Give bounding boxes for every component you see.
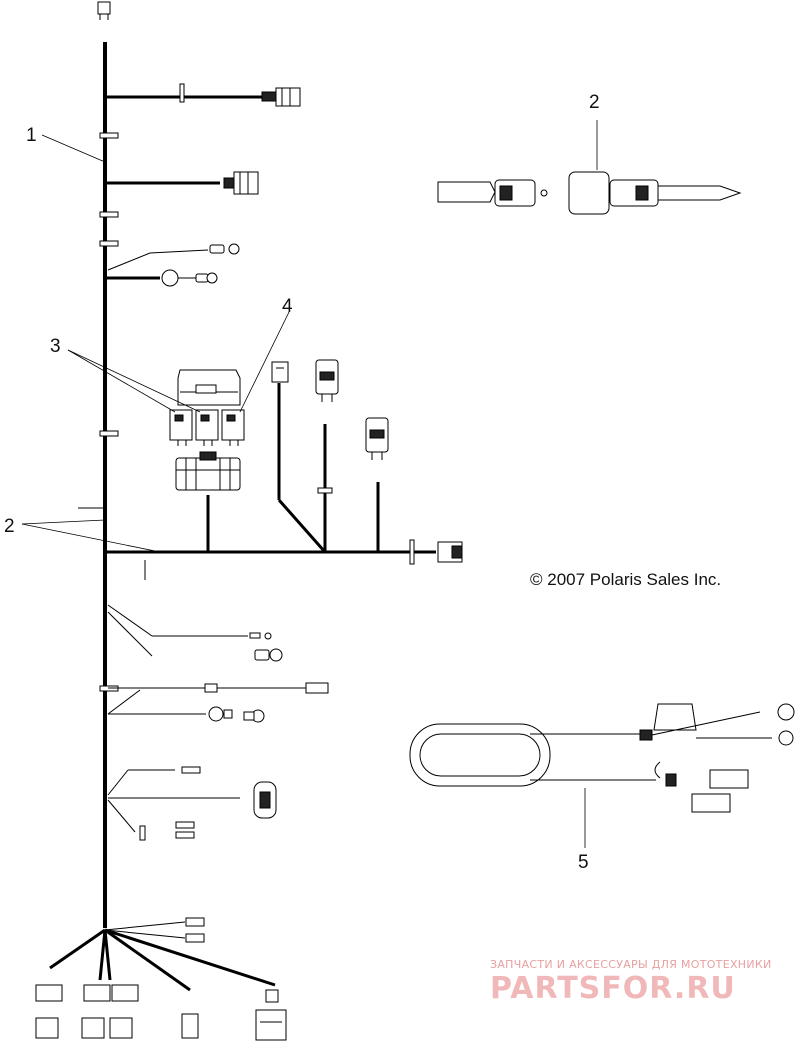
copyright-notice: © 2007 Polaris Sales Inc. bbox=[530, 570, 721, 589]
watermark: ЗАПЧАСТИ И АКСЕССУАРЫ ДЛЯ МОТОТЕХНИКИ PA… bbox=[490, 958, 772, 1006]
branch-top-connector bbox=[105, 83, 301, 107]
bottom-fanout bbox=[35, 917, 287, 1041]
callout-5: 5 bbox=[578, 852, 589, 873]
leader-lines bbox=[21, 120, 598, 848]
callout-2-harness: 2 bbox=[4, 516, 15, 537]
callout-4: 4 bbox=[282, 296, 293, 317]
sensor-connectors bbox=[271, 359, 389, 460]
callout-labels: 1 2 2 3 4 5 bbox=[4, 92, 600, 873]
battery-cable-assembly bbox=[409, 703, 795, 813]
callout-3: 3 bbox=[50, 336, 61, 357]
lower-branches bbox=[107, 604, 329, 841]
multi-pin-connector bbox=[175, 451, 241, 491]
fuse-relay-box bbox=[169, 369, 245, 446]
branch-second-connector bbox=[105, 171, 259, 195]
watermark-logo: PARTSFOR.RU bbox=[490, 971, 736, 1006]
branch-ring-terminals bbox=[105, 243, 240, 287]
main-harness-trunk bbox=[97, 1, 119, 928]
callout-2-inset: 2 bbox=[589, 92, 600, 113]
watermark-tagline: ЗАПЧАСТИ И АКСЕССУАРЫ ДЛЯ МОТОТЕХНИКИ bbox=[490, 958, 772, 971]
sub-harness-horizontal bbox=[78, 383, 463, 580]
callout-1: 1 bbox=[26, 125, 37, 146]
inline-fuse-holder bbox=[437, 171, 742, 215]
trunk-clips bbox=[99, 132, 119, 692]
